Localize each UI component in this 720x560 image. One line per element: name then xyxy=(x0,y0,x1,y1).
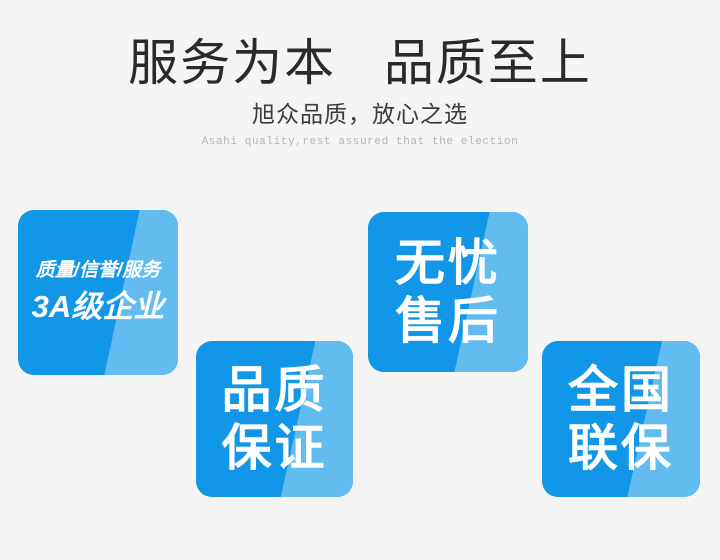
feature-card-quality-line-big: 3A级企业 xyxy=(31,288,165,324)
feature-card-service-line-2: 售后 xyxy=(395,293,501,349)
page-subtitle-english: Asahi quality,rest assured that the elec… xyxy=(201,136,519,148)
feature-card-warranty-line-1: 品质 xyxy=(221,362,328,418)
feature-card-quality-line-small: 质量/信誉/服务 xyxy=(35,259,161,281)
feature-card-national-line-1: 全国 xyxy=(568,362,674,418)
feature-card-quality: 质量/信誉/服务 3A级企业 xyxy=(18,210,178,375)
feature-card-service: 无忧 售后 xyxy=(368,212,528,372)
feature-card-national-line-2: 联保 xyxy=(568,420,674,476)
page-subtitle: 旭众品质，放心之选 xyxy=(252,101,468,127)
page-title: 服务为本 品质至上 xyxy=(128,35,592,91)
feature-card-warranty: 品质 保证 xyxy=(196,341,353,497)
feature-card-national: 全国 联保 xyxy=(542,341,700,497)
feature-card-national-text: 全国 联保 xyxy=(542,341,700,497)
feature-card-quality-text: 质量/信誉/服务 3A级企业 xyxy=(18,210,178,375)
header-block: 服务为本 品质至上 旭众品质，放心之选 Asahi quality,rest a… xyxy=(0,34,720,149)
feature-card-service-text: 无忧 售后 xyxy=(368,212,528,372)
feature-card-warranty-line-2: 保证 xyxy=(221,420,328,476)
feature-card-warranty-text: 品质 保证 xyxy=(196,341,353,497)
feature-card-service-line-1: 无忧 xyxy=(395,235,501,291)
